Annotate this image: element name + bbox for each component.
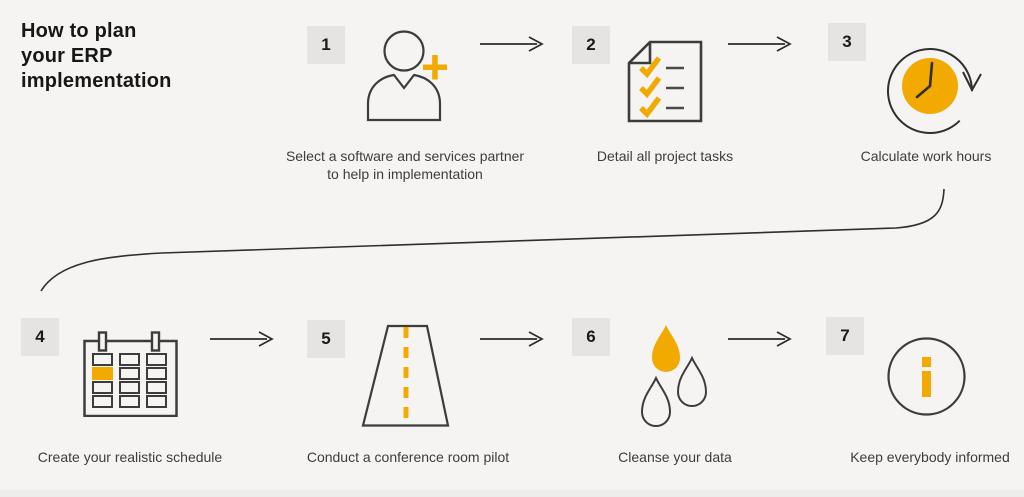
- conference-room-pilot-icon: [361, 324, 450, 427]
- step-1-caption: Select a software and services partner t…: [285, 148, 525, 182]
- arrow-right-icon: [480, 331, 544, 347]
- step-number: 3: [842, 32, 852, 51]
- step-6-caption: Cleanse your data: [618, 449, 732, 465]
- step-5-number-badge: 5: [307, 320, 345, 358]
- arrow-right-icon: [728, 36, 792, 52]
- step-6-number-badge: 6: [572, 318, 610, 356]
- step-number: 2: [586, 35, 596, 54]
- step-1-number-badge: 1: [307, 26, 345, 64]
- footer-strip: [0, 490, 1024, 497]
- arrow-right-icon: [210, 331, 274, 347]
- step-2-caption: Detail all project tasks: [596, 148, 734, 164]
- water-drops-icon: [640, 325, 708, 427]
- step-number: 5: [321, 329, 331, 348]
- step-7-number-badge: 7: [826, 317, 864, 355]
- step-4-caption: Create your realistic schedule: [37, 449, 223, 465]
- step-2-number-badge: 2: [572, 26, 610, 64]
- arrow-right-icon: [728, 331, 792, 347]
- calendar-schedule-icon: [83, 331, 178, 417]
- title-line-3: implementation: [21, 70, 172, 92]
- arrow-right-icon: [480, 36, 544, 52]
- step-5-caption: Conduct a conference room pilot: [306, 449, 510, 465]
- step-number: 6: [586, 327, 596, 346]
- step-number: 1: [321, 35, 331, 54]
- add-partner-person-icon: [366, 30, 447, 122]
- title-line-2: your ERP: [21, 45, 113, 67]
- task-checklist-icon: [627, 40, 703, 123]
- step-7-caption: Keep everybody informed: [850, 449, 1010, 465]
- step-number: 7: [840, 326, 850, 345]
- page-title: How to plan your ERP implementation: [21, 19, 172, 94]
- step-4-number-badge: 4: [21, 318, 59, 356]
- step-number: 4: [35, 327, 45, 346]
- clock-rotation-icon: [887, 48, 982, 134]
- step-3-number-badge: 3: [828, 23, 866, 61]
- step-3-caption: Calculate work hours: [860, 148, 992, 164]
- info-circle-icon: [887, 337, 966, 416]
- title-line-1: How to plan: [21, 20, 137, 42]
